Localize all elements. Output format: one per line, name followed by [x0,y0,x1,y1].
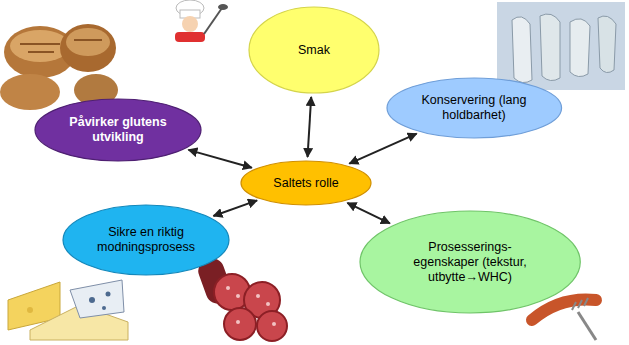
fish-picture [497,2,625,90]
salami-picture-part [236,320,240,324]
chef-picture-part [218,4,228,10]
ellipse-shape [360,211,580,313]
double-arrow [347,203,389,223]
node-label: Påvirker glutens utvikling [62,115,174,145]
double-arrow [308,97,312,157]
ellipse-shape [249,7,379,93]
double-arrow [188,150,251,168]
fish-picture-part [570,19,590,77]
cheese-picture-part [102,306,106,310]
node-label: Sikre en riktig modningsprosess [90,225,202,255]
cheese-picture-part [70,280,124,318]
topic-ellipse: Sikre en riktig modningsprosess [62,204,230,276]
salami-picture-part [272,322,276,326]
double-arrow [349,134,416,164]
center-ellipse: Saltets rolle [240,160,372,206]
bread-picture-part [20,40,102,52]
ellipse-shape [63,205,229,275]
fish-picture-part [540,14,560,81]
topic-ellipse: Smak [248,6,380,94]
ellipse-shape [35,99,201,161]
node-label: Saltets rolle [273,176,338,191]
salami-picture-part [224,308,256,340]
node-label: Prosesserings- egenskaper (tekstur, utby… [395,240,545,285]
cheese-picture-part [27,307,33,313]
node-body: Smak [248,6,380,94]
node-body: Påvirker glutens utvikling [34,98,202,162]
fish-picture-part [598,16,616,73]
sausage-picture-part [578,312,596,340]
node-body: Sikre en riktig modningsprosess [62,204,230,276]
double-arrow [213,200,257,216]
bread-picture [0,24,118,110]
node-body: Konservering (lang holdbarhet) [386,77,563,139]
bread-picture-part [66,28,110,56]
bread-picture-part [0,74,60,110]
node-body: Saltets rolle [240,160,372,206]
fish-picture-part [512,17,532,83]
cheese-picture-part [106,292,111,297]
node-body: Prosesserings- egenskaper (tekstur, utby… [359,210,581,314]
ellipse-shape [241,161,371,205]
sausage-picture-part [572,298,588,310]
salami-picture [195,255,287,341]
cheese-picture-part [89,297,95,303]
salami-picture-part [266,302,270,306]
salami-picture-part [257,311,287,341]
ellipse-shape [387,78,562,138]
chef-picture-part [204,8,222,34]
node-label: Konservering (lang holdbarhet) [415,93,533,123]
salami-picture-part [256,294,260,298]
sausage-picture [532,298,596,340]
bread-picture-part [60,24,116,72]
salami-picture-part [236,294,240,298]
chef-picture [175,0,228,42]
topic-ellipse: Påvirker glutens utvikling [34,98,202,162]
salami-picture-part [226,286,230,290]
topic-ellipse: Prosesserings- egenskaper (tekstur, utby… [359,210,581,314]
chef-picture-part [175,32,205,42]
cheese-picture [8,280,128,340]
chef-picture-part [182,16,198,32]
node-label: Smak [298,43,330,58]
topic-ellipse: Konservering (lang holdbarhet) [386,77,563,139]
fish-picture-part [497,2,625,90]
